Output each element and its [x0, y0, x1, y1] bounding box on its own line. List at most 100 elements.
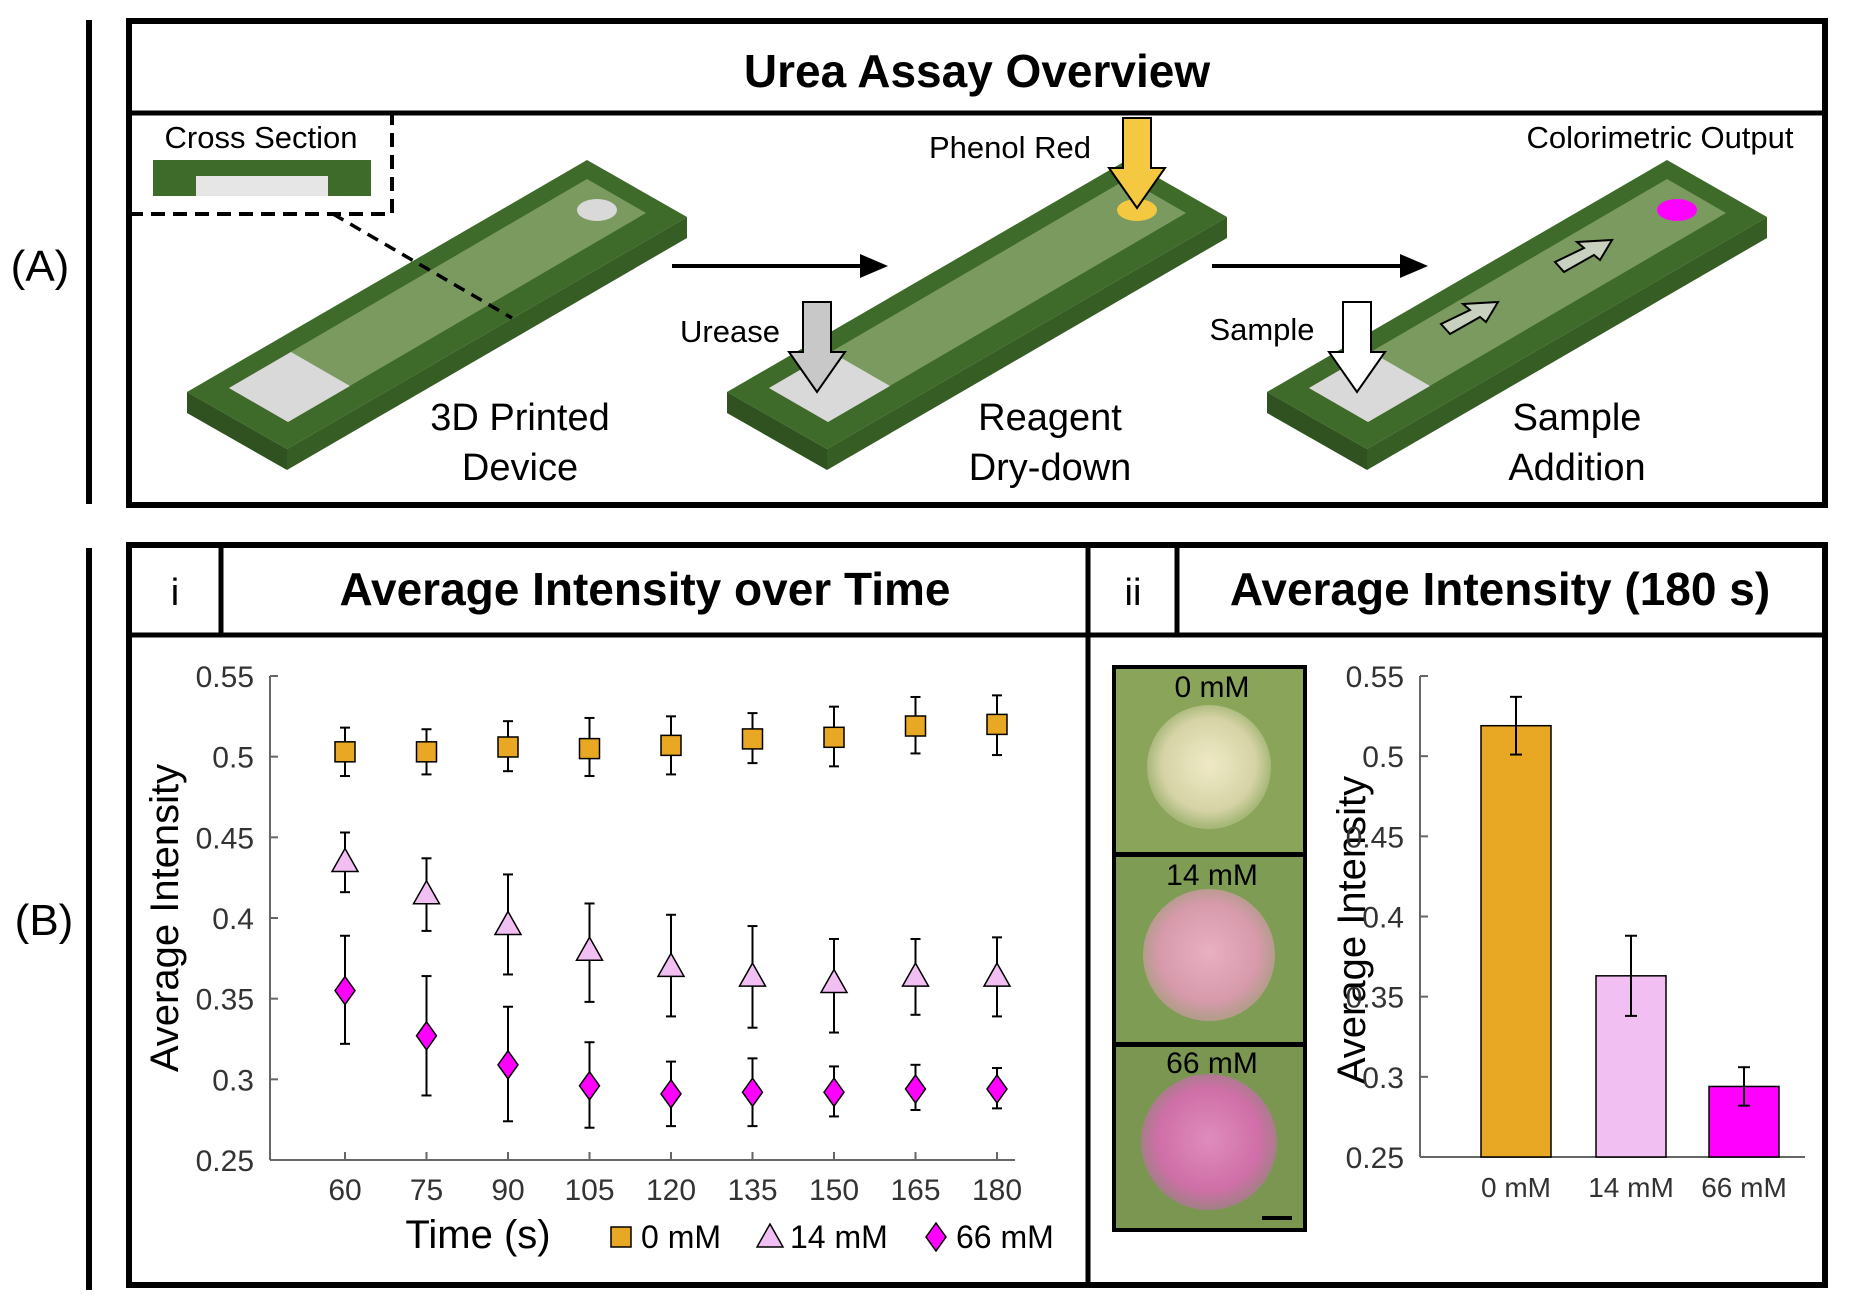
chart1-point-66mm [741, 1076, 764, 1108]
chart2-ylabel: Average Intensity [1330, 776, 1374, 1084]
chart1-point-14mm [412, 879, 441, 905]
chart1-point-0mm [904, 715, 927, 737]
chart1-point-0mm [578, 737, 601, 760]
panel-b-left-bar [86, 548, 92, 1290]
device-1-sample-pad [229, 352, 350, 422]
well-photos: 0 mM 14 mM 66 mM [1112, 665, 1307, 1232]
chart1-point-14mm [656, 951, 686, 978]
well-14mm [1143, 889, 1275, 1021]
chart1-y-tick-label: 0.45 [196, 822, 254, 855]
chart1-point-14mm [330, 847, 360, 873]
step3-line2: Addition [1508, 447, 1645, 489]
device-3-side-right [1367, 217, 1767, 470]
chart1-x-tick-label: 135 [727, 1174, 777, 1207]
chart1-legend-label: 0 mM [641, 1219, 721, 1255]
chart2-y-tick-label: 0.55 [1346, 661, 1404, 694]
chart1-y-tick-label: 0.55 [196, 661, 254, 694]
device-sample-addition [1267, 160, 1767, 470]
device-3-side-left [1267, 392, 1367, 470]
device-reagent-drydown [727, 160, 1227, 470]
step2-line2: Dry-down [969, 447, 1132, 489]
chart1-y-tick-label: 0.4 [212, 903, 254, 936]
chart1-point-0mm [741, 728, 764, 750]
chart2-y-tick-label: 0.5 [1362, 741, 1404, 774]
cross-section-pointer [332, 212, 513, 320]
line-chart-intensity-over-time: Average Intensity Time (s) 0.250.30.350.… [143, 661, 1054, 1257]
panel-a-label: (A) [11, 242, 70, 291]
chart1-x-tick-label: 90 [491, 1174, 524, 1207]
chart1-point-14mm [738, 961, 767, 987]
device-3-channel [1309, 179, 1726, 422]
cross-section-inset: Cross Section [129, 115, 513, 320]
well-0mm [1147, 705, 1271, 829]
panel-b-label: (B) [15, 896, 74, 945]
chart1-y-tick-label: 0.5 [212, 742, 254, 775]
step1-line2: Device [462, 447, 578, 489]
bar-chart-intensity-180s: Average Intensity 0.250.30.350.40.450.50… [1330, 661, 1805, 1203]
chart1-x-tick-label: 75 [410, 1174, 443, 1207]
title-i: Average Intensity over Time [339, 563, 950, 615]
panel-a: (A) Urea Assay Overview Cross Section 3D… [11, 18, 1828, 508]
chart1-point-66mm [660, 1078, 682, 1110]
chart1-point-66mm [497, 1049, 519, 1081]
chart1-point-14mm [982, 961, 1012, 987]
chart1-point-14mm [901, 961, 930, 987]
device-1-channel [229, 179, 646, 422]
phenol-red-label: Phenol Red [929, 130, 1091, 165]
cross-section-label: Cross Section [165, 120, 358, 155]
panel-a-title: Urea Assay Overview [744, 45, 1210, 97]
process-arrow-1 [672, 254, 888, 278]
chart1-point-0mm [823, 726, 845, 749]
process-arrow-2 [1212, 254, 1428, 278]
chart2-y-tick-label: 0.3 [1362, 1062, 1404, 1095]
photo-label-14mm: 14 mM [1166, 859, 1258, 892]
sample-label: Sample [1209, 312, 1314, 347]
panel-b: (B) i Average Intensity over Time ii Ave… [15, 542, 1828, 1290]
device-1-detection-zone [577, 199, 617, 221]
colorimetric-output-label: Colorimetric Output [1526, 120, 1793, 155]
chart1-ylabel: Average Intensity [143, 764, 187, 1072]
chart1-point-0mm [660, 734, 682, 757]
sub-i-label: i [171, 572, 179, 614]
chart1-point-66mm [986, 1073, 1008, 1105]
well-66mm [1141, 1074, 1277, 1210]
chart1-y-tick-label: 0.25 [196, 1145, 254, 1178]
chart1-legend-marker [925, 1221, 947, 1253]
chart2-y-tick-label: 0.4 [1362, 902, 1404, 935]
urease-arrow [787, 301, 847, 394]
chart1-xlabel: Time (s) [405, 1213, 550, 1257]
chart1-x-tick-label: 60 [328, 1174, 361, 1207]
device-1-side-left [187, 392, 287, 470]
chart2-y-tick-label: 0.25 [1346, 1142, 1404, 1175]
chart1-point-14mm [819, 968, 849, 994]
device-2-sample-pad [769, 352, 890, 422]
chart1-y-tick-label: 0.3 [212, 1064, 254, 1097]
device-2-side-left [727, 392, 827, 470]
chart1-point-14mm [493, 909, 523, 936]
chart2-bar-0mm [1480, 724, 1552, 1158]
chart1-point-66mm [904, 1073, 927, 1105]
chart1-x-tick-label: 105 [564, 1174, 614, 1207]
flow-arrow-1 [1439, 300, 1500, 336]
chart1-legend-marker [610, 1226, 632, 1248]
chart1-point-0mm [415, 741, 438, 763]
device-1-side-right [287, 217, 687, 470]
panel-b-frame [126, 542, 1828, 1288]
urease-label: Urease [680, 314, 780, 349]
chart2-x-tick-label: 14 mM [1588, 1172, 1674, 1203]
device-2-side-right [827, 217, 1227, 470]
chart1-x-tick-label: 120 [646, 1174, 696, 1207]
device-3-sample-pad [1309, 352, 1430, 422]
chart1-legend-label: 14 mM [790, 1219, 888, 1255]
step2-line1: Reagent [978, 397, 1122, 439]
device-2-channel [769, 179, 1186, 422]
cross-section-channel [196, 176, 328, 196]
device-3d-printed [187, 160, 687, 470]
chart1-legend-marker [755, 1222, 785, 1248]
chart1-point-66mm [823, 1076, 845, 1108]
sample-arrow [1327, 301, 1387, 394]
flow-arrow-2 [1553, 238, 1614, 274]
chart1-x-tick-label: 150 [809, 1174, 859, 1207]
chart1-point-14mm [575, 935, 604, 962]
